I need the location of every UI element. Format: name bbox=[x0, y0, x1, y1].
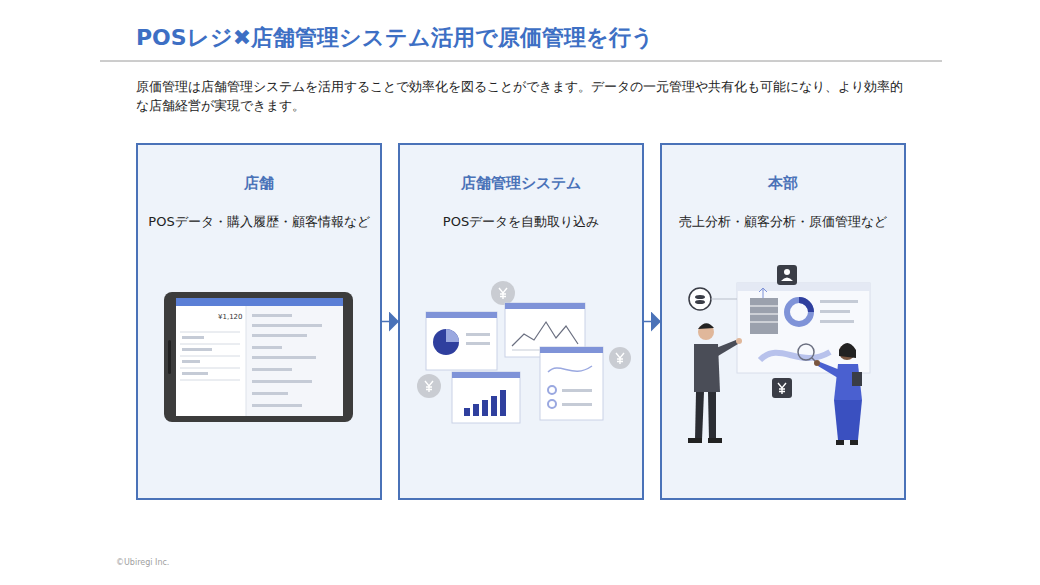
page-title: POSレジ✖店舗管理システム活用で原価管理を行う bbox=[136, 24, 654, 52]
flow-arrow bbox=[644, 321, 660, 323]
panel-heading: 店舗 bbox=[138, 145, 380, 193]
panel-text: POSデータを自動取り込み bbox=[400, 193, 642, 243]
title-rule bbox=[100, 61, 942, 62]
description-text: 原価管理は店舗管理システムを活用することで効率化を図ることができます。データの一… bbox=[136, 77, 911, 115]
people-illustration bbox=[688, 265, 870, 445]
panel-text: POSデータ・購入履歴・顧客情報など bbox=[138, 193, 380, 243]
panel-fill bbox=[137, 144, 380, 498]
process-panel: 店舗管理システムPOSデータを自動取り込み bbox=[398, 143, 644, 500]
tablet-illustration bbox=[164, 292, 353, 422]
panel-heading: 本部 bbox=[662, 145, 904, 193]
process-panel: 本部売上分析・顧客分析・原価管理など bbox=[660, 143, 906, 500]
charts-illustration bbox=[417, 281, 631, 423]
panel-fill bbox=[661, 144, 904, 498]
process-panel: 店舗POSデータ・購入履歴・顧客情報など bbox=[136, 143, 382, 500]
panel-heading: 店舗管理システム bbox=[400, 145, 642, 193]
panel-fill bbox=[399, 144, 642, 498]
price-text: ¥1,120 bbox=[218, 313, 248, 322]
flow-arrow bbox=[382, 321, 398, 323]
panel-text: 売上分析・顧客分析・原価管理など bbox=[662, 193, 904, 243]
copyright-note: ©Ubiregi Inc. bbox=[116, 558, 236, 568]
